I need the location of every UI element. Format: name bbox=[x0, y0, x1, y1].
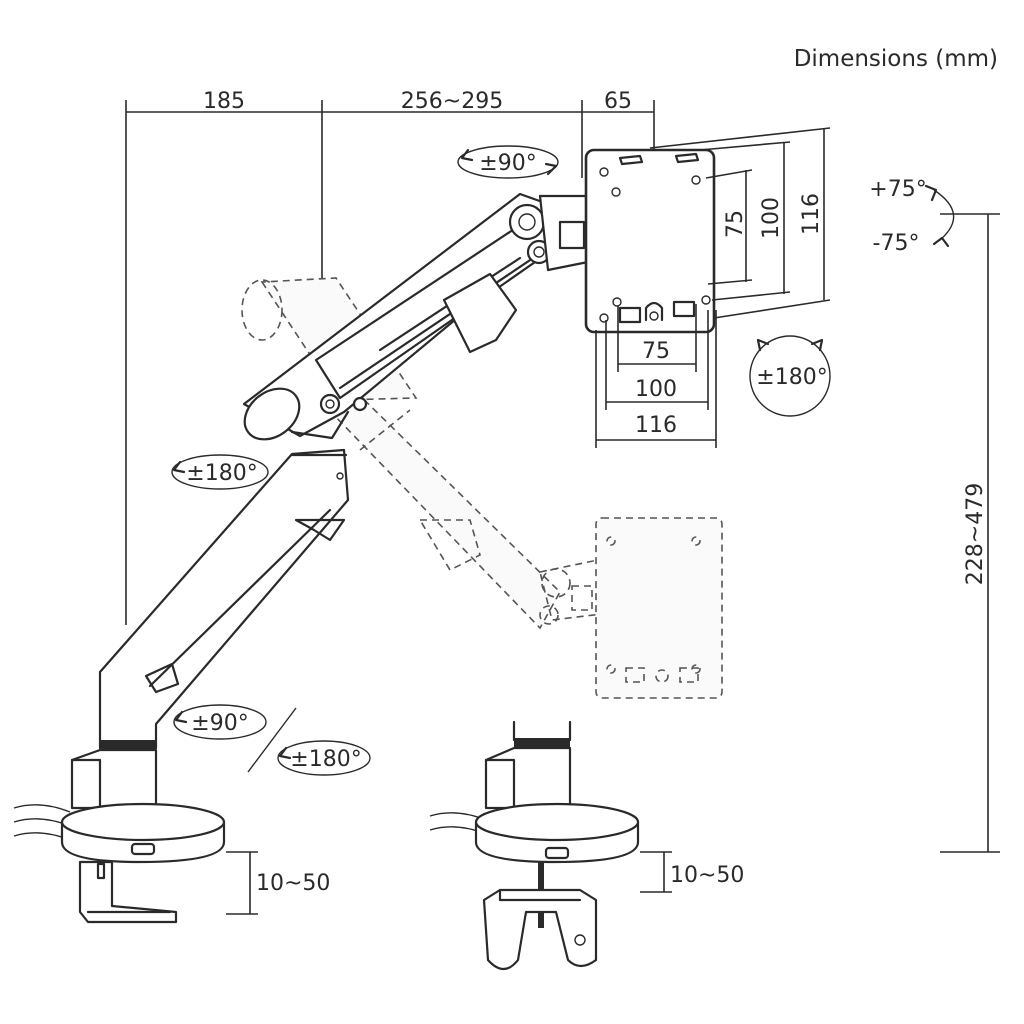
dim-height-range: 228~479 bbox=[963, 483, 988, 585]
dim-vesa-vertical-outer: 116 bbox=[799, 193, 824, 235]
dim-vesa-horizontal-mid: 100 bbox=[635, 377, 677, 402]
dim-vesa-vertical-mid: 100 bbox=[759, 197, 784, 239]
upper-arm bbox=[242, 192, 560, 441]
left-clamp-dimension bbox=[226, 851, 258, 915]
left-base bbox=[13, 740, 226, 924]
base-rotation-b-arrow-icon bbox=[277, 740, 371, 776]
dim-vesa-horizontal-inner: 75 bbox=[642, 339, 670, 364]
rot-base-b: ±180° bbox=[290, 747, 361, 772]
rot-head-swivel: ±90° bbox=[479, 151, 536, 176]
diagram-title: Dimensions (mm) bbox=[794, 46, 998, 72]
rot-base-a: ±90° bbox=[191, 711, 248, 736]
right-base bbox=[429, 720, 640, 971]
dim-head-depth: 65 bbox=[604, 89, 632, 114]
vesa-vertical-dimensions bbox=[649, 127, 831, 319]
rot-elbow: ±180° bbox=[186, 461, 257, 486]
rot-plate: ±180° bbox=[756, 365, 827, 390]
tilt-arrow-icon bbox=[924, 184, 955, 248]
divider-line bbox=[247, 707, 297, 773]
lower-arm bbox=[98, 448, 350, 750]
vesa-horizontal-dimensions bbox=[595, 304, 717, 448]
dim-arm-reach: 256~295 bbox=[401, 89, 503, 114]
rotation-arrow-icon bbox=[457, 145, 559, 179]
rot-tilt-down: -75° bbox=[873, 231, 920, 256]
dim-clamp-left: 10~50 bbox=[256, 871, 330, 896]
vesa-plate bbox=[584, 148, 716, 334]
dim-vesa-vertical-inner: 75 bbox=[723, 210, 748, 238]
ghost-vesa-plate bbox=[539, 517, 723, 699]
rot-tilt-up: +75° bbox=[869, 177, 926, 202]
top-dimension-lines bbox=[125, 100, 655, 625]
dim-base-to-pivot: 185 bbox=[203, 89, 245, 114]
dim-clamp-right: 10~50 bbox=[670, 863, 744, 888]
height-dimension bbox=[940, 213, 1000, 853]
plate-rotation-arrow-icon bbox=[749, 335, 831, 417]
elbow-rotation-arrow-icon bbox=[171, 454, 269, 490]
base-rotation-a-arrow-icon bbox=[173, 704, 267, 740]
right-clamp-dimension bbox=[640, 851, 672, 893]
dim-vesa-horizontal-outer: 116 bbox=[635, 413, 677, 438]
